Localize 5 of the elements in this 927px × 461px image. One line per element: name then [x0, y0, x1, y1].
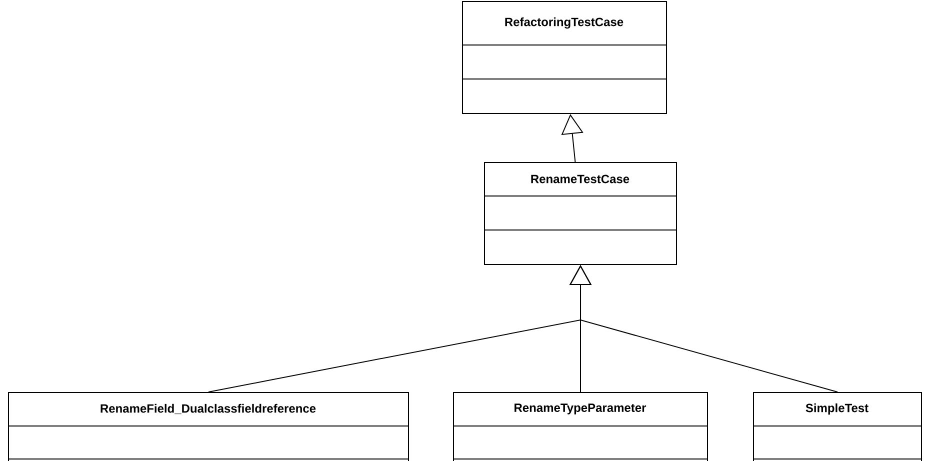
class-box: RenameTypeParameter: [452, 392, 708, 461]
class-box: RenameTestCase: [484, 162, 677, 265]
class-box: SimpleTest: [752, 392, 922, 461]
class-box: RefactoringTestCase: [462, 1, 667, 114]
class-box: RenameField_Dualclassfieldreference: [8, 392, 409, 461]
